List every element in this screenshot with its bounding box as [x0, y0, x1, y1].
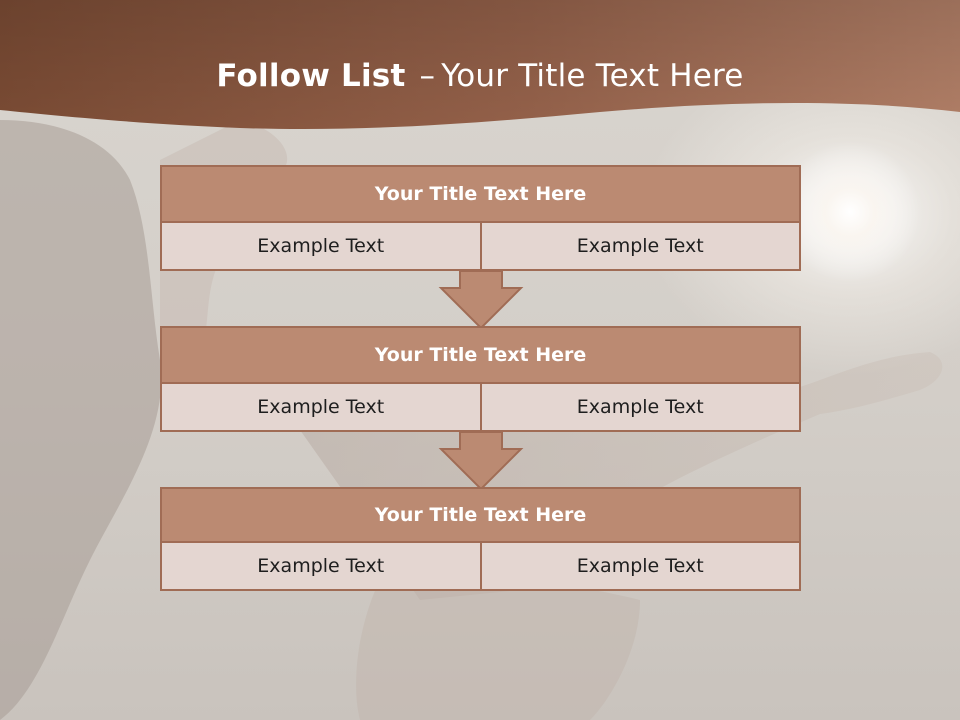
- block-cell-left: Example Text: [160, 382, 482, 432]
- block-cell-left: Example Text: [160, 221, 482, 271]
- title-bold: Follow List: [216, 58, 406, 94]
- list-block-1: Your Title Text Here Example Text Exampl…: [160, 165, 801, 271]
- block-cell-left: Example Text: [160, 541, 482, 591]
- slide-title: Follow List–Your Title Text Here: [0, 52, 960, 100]
- block-row: Example Text Example Text: [160, 541, 801, 591]
- block-row: Example Text Example Text: [160, 221, 801, 271]
- title-rest: Your Title Text Here: [441, 58, 744, 94]
- block-cell-right: Example Text: [479, 221, 801, 271]
- block-cell-right: Example Text: [479, 541, 801, 591]
- list-block-2: Your Title Text Here Example Text Exampl…: [160, 326, 801, 432]
- block-title: Your Title Text Here: [160, 326, 801, 384]
- list-block-3: Your Title Text Here Example Text Exampl…: [160, 487, 801, 591]
- title-dash: –: [419, 58, 436, 94]
- down-arrow-icon: [438, 270, 524, 330]
- block-row: Example Text Example Text: [160, 382, 801, 432]
- block-cell-right: Example Text: [479, 382, 801, 432]
- down-arrow-icon: [438, 431, 524, 491]
- header-band: [0, 0, 960, 130]
- block-title: Your Title Text Here: [160, 487, 801, 543]
- block-title: Your Title Text Here: [160, 165, 801, 223]
